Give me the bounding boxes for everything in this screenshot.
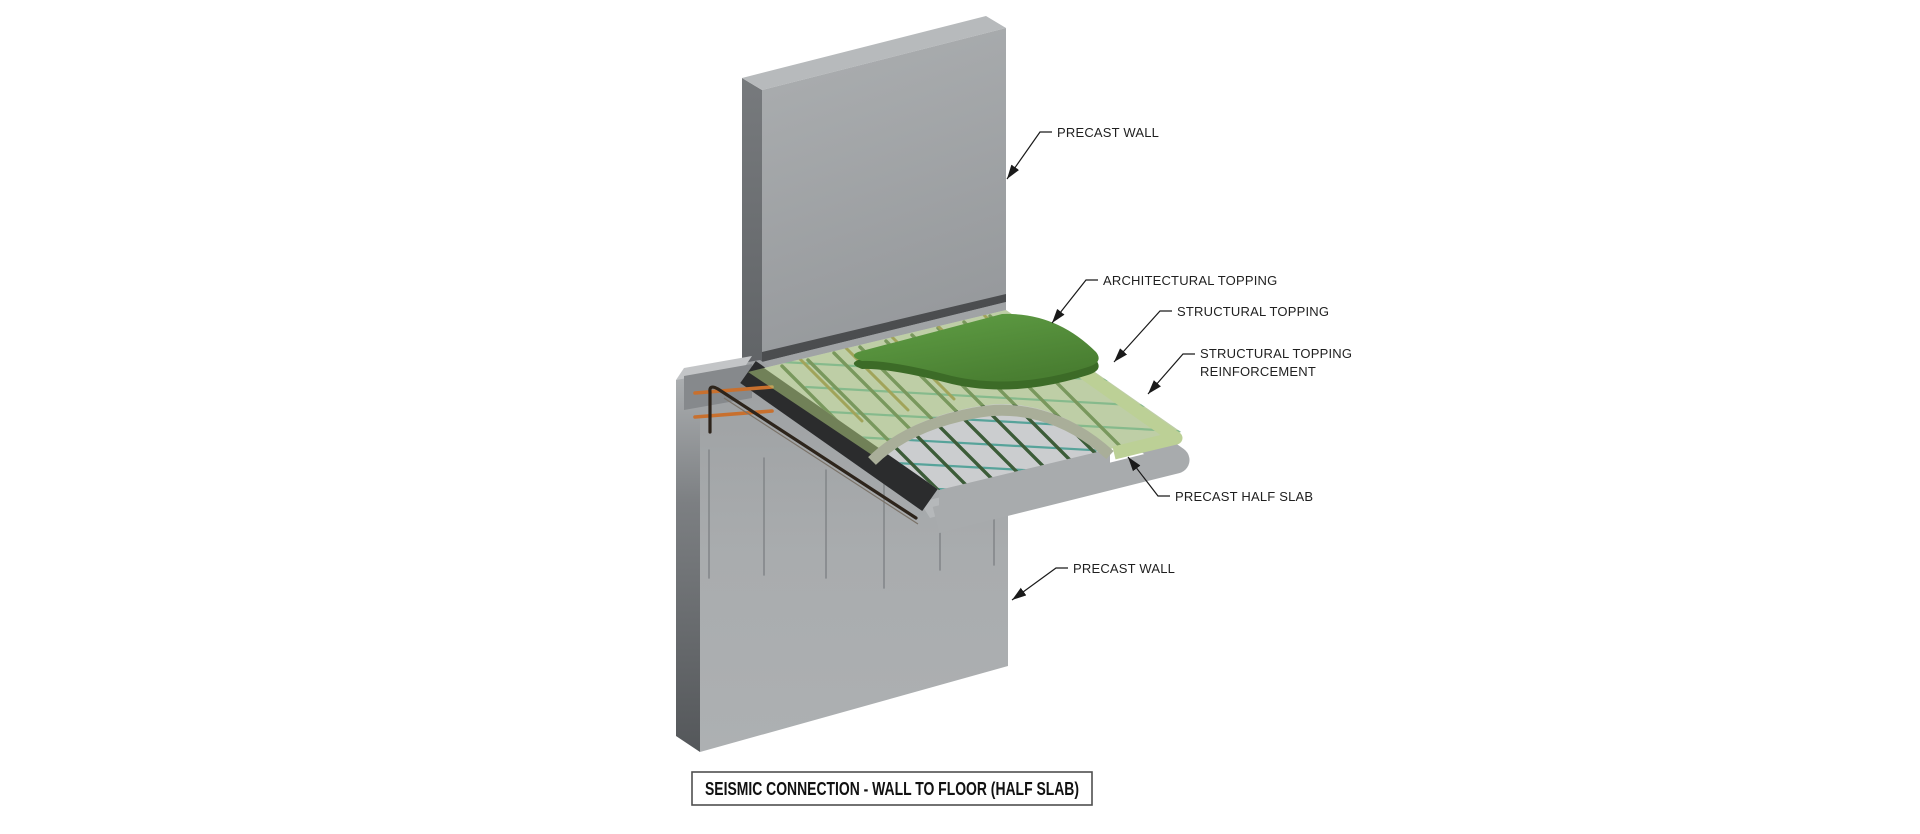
upper-wall-top-face <box>742 16 1006 90</box>
lower-wall-front-face <box>700 360 1008 752</box>
callout-precast-wall-bottom: PRECAST WALL <box>1011 561 1175 601</box>
title-box-border <box>691 771 1093 806</box>
callout-structural-topping-reinforcement: STRUCTURAL TOPPING REINFORCEMENT <box>1147 346 1352 395</box>
callout-structural-topping: STRUCTURAL TOPPING <box>1113 304 1329 363</box>
architectural-topping-top <box>853 313 1099 382</box>
slab-left-cut-edge-shadow <box>740 360 938 512</box>
callout-label: REINFORCEMENT <box>1200 364 1316 379</box>
leader-line <box>1113 310 1172 363</box>
lower-wall-side-face <box>676 370 700 752</box>
callout-architectural-topping: ARCHITECTURAL TOPPING <box>1051 273 1277 324</box>
drawing-title: SEISMIC CONNECTION - WALL TO FLOOR (HALF… <box>705 779 1079 799</box>
hook-bar-sheen <box>723 397 919 525</box>
callout-label: PRECAST WALL <box>1073 561 1175 576</box>
leader-line <box>1127 456 1170 497</box>
callout-label: ARCHITECTURAL TOPPING <box>1103 273 1277 288</box>
callout-label: STRUCTURAL TOPPING <box>1200 346 1352 361</box>
leader-line <box>1011 567 1068 601</box>
leader-line <box>1006 131 1052 180</box>
upper-wall-side-face <box>742 78 762 380</box>
dowel-orange <box>693 409 774 419</box>
dowel-orange <box>693 385 774 395</box>
callout-precast-half-slab: PRECAST HALF SLAB <box>1127 456 1313 504</box>
leader-line <box>1051 279 1098 324</box>
upper-wall-front-face <box>762 28 1006 368</box>
callouts: PRECAST WALL ARCHITECTURAL TOPPING STRUC… <box>1006 125 1352 601</box>
hook-bar <box>708 385 918 520</box>
topping-cut-face <box>868 404 1114 465</box>
ledge-orange-dowels <box>693 385 774 419</box>
title-box: SEISMIC CONNECTION - WALL TO FLOOR (HALF… <box>691 771 1093 806</box>
callout-precast-wall-top: PRECAST WALL <box>1006 125 1159 180</box>
leader-line <box>1147 353 1195 395</box>
architectural-topping <box>853 313 1099 390</box>
callout-label: PRECAST HALF SLAB <box>1175 489 1313 504</box>
callout-label: PRECAST WALL <box>1057 125 1159 140</box>
callout-label: STRUCTURAL TOPPING <box>1177 304 1329 319</box>
upper-wall-base-shadow <box>762 294 1006 362</box>
wall-ledge-lip-top <box>676 356 752 380</box>
